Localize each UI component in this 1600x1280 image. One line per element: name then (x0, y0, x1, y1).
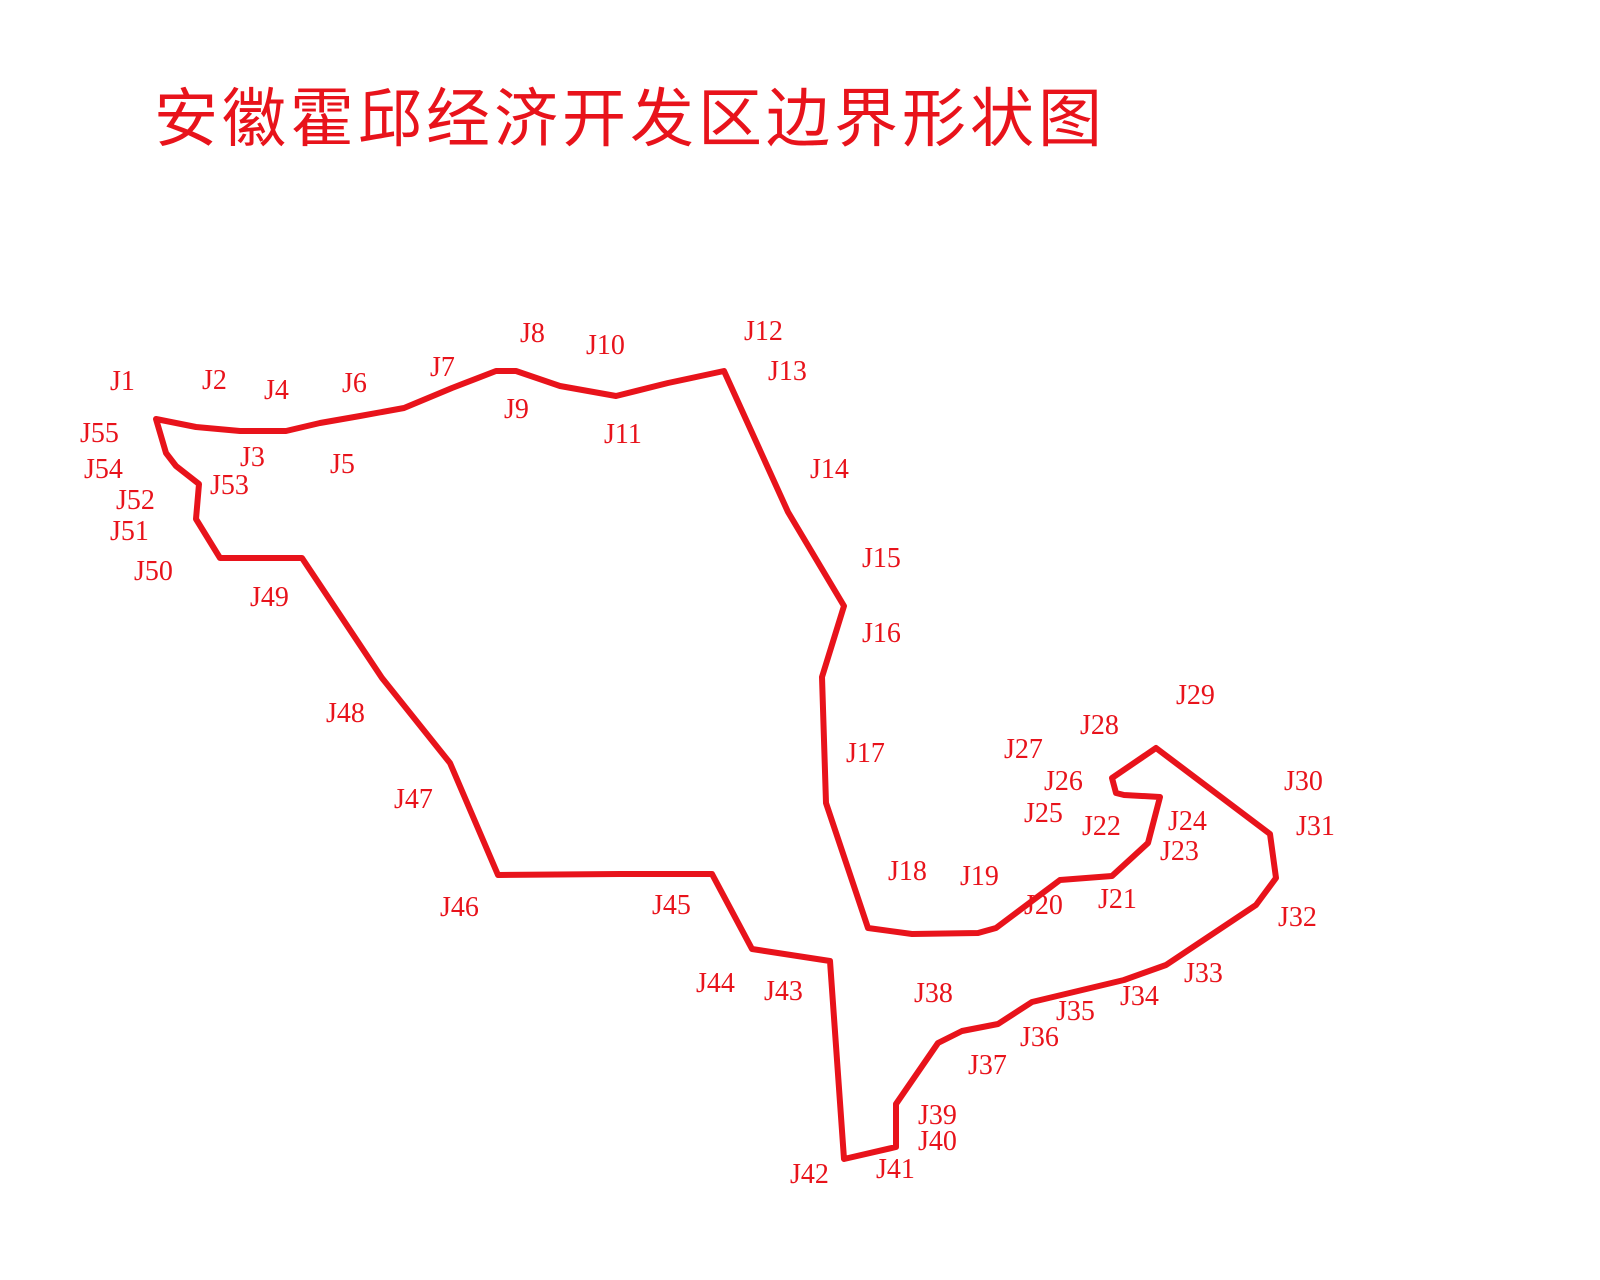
point-label-j14: J14 (810, 454, 849, 485)
point-label-j16: J16 (862, 618, 901, 649)
point-label-j10: J10 (586, 330, 625, 361)
point-label-j5: J5 (330, 449, 355, 480)
point-label-j34: J34 (1120, 981, 1159, 1012)
point-label-j46: J46 (440, 892, 479, 923)
point-label-j17: J17 (846, 738, 885, 769)
point-label-j31: J31 (1296, 811, 1335, 842)
point-label-j4: J4 (264, 375, 289, 406)
point-label-j9: J9 (504, 394, 529, 425)
point-label-j26: J26 (1044, 766, 1083, 797)
point-label-j29: J29 (1176, 680, 1215, 711)
point-label-j35: J35 (1056, 996, 1095, 1027)
point-label-j27: J27 (1004, 734, 1043, 765)
point-label-j51: J51 (110, 516, 149, 547)
point-label-j1: J1 (110, 366, 135, 397)
point-label-j48: J48 (326, 698, 365, 729)
development-zone-boundary (153, 368, 1279, 1162)
point-label-j30: J30 (1284, 766, 1323, 797)
point-label-j21: J21 (1098, 884, 1137, 915)
point-label-j40: J40 (918, 1126, 957, 1157)
point-label-j19: J19 (960, 861, 999, 892)
point-label-j53: J53 (210, 470, 249, 501)
point-label-j43: J43 (764, 976, 803, 1007)
point-label-j23: J23 (1160, 836, 1199, 867)
point-label-j6: J6 (342, 368, 367, 399)
point-label-j44: J44 (696, 968, 735, 999)
point-label-j41: J41 (876, 1154, 915, 1185)
point-label-j18: J18 (888, 856, 927, 887)
point-label-j11: J11 (604, 419, 642, 450)
point-label-j45: J45 (652, 890, 691, 921)
point-label-j54: J54 (84, 454, 123, 485)
point-label-j36: J36 (1020, 1022, 1059, 1053)
point-label-j13: J13 (768, 356, 807, 387)
point-label-j3: J3 (240, 442, 265, 473)
point-label-j20: J20 (1024, 890, 1063, 921)
point-label-j37: J37 (968, 1050, 1007, 1081)
point-label-j50: J50 (134, 556, 173, 587)
point-label-j8: J8 (520, 318, 545, 349)
point-label-j22: J22 (1082, 811, 1121, 842)
point-label-j2: J2 (202, 365, 227, 396)
point-label-j24: J24 (1168, 806, 1207, 837)
point-label-j39: J39 (918, 1100, 957, 1131)
point-label-j33: J33 (1184, 958, 1223, 989)
point-label-j25: J25 (1024, 798, 1063, 829)
point-label-j15: J15 (862, 543, 901, 574)
point-label-j32: J32 (1278, 902, 1317, 933)
point-label-j12: J12 (744, 316, 783, 347)
point-label-j52: J52 (116, 485, 155, 516)
map-title: 安徽霍邱经济开发区边界形状图 (154, 83, 1106, 157)
point-label-j42: J42 (790, 1159, 829, 1190)
point-label-j49: J49 (250, 582, 289, 613)
point-label-j7: J7 (430, 352, 455, 383)
point-label-j47: J47 (394, 784, 433, 815)
point-label-j55: J55 (80, 418, 119, 449)
point-label-j28: J28 (1080, 710, 1119, 741)
point-label-j38: J38 (914, 978, 953, 1009)
